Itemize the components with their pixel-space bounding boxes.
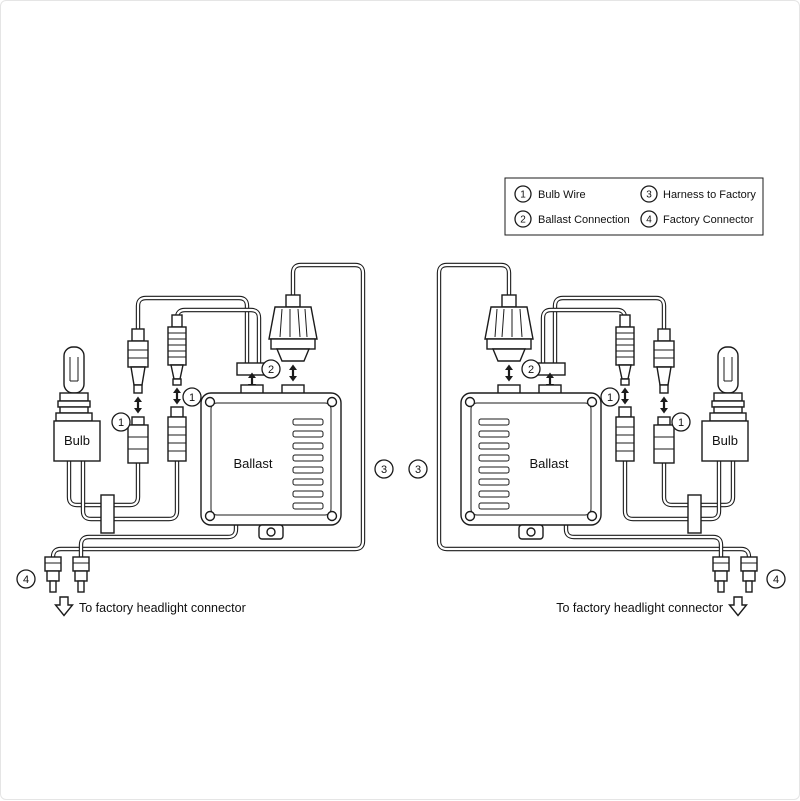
legend-label-1: Bulb Wire <box>538 189 586 201</box>
legend: 1 Bulb Wire 2 Ballast Connection 3 Harne… <box>504 177 764 236</box>
callout-1b: 1 <box>600 387 620 407</box>
svg-text:1: 1 <box>678 417 684 429</box>
down-arrow-icon <box>728 596 748 617</box>
legend-num-1: 1 <box>520 190 526 201</box>
legend-num-3: 3 <box>646 190 652 201</box>
legend-item-4: 4 Factory Connector <box>640 210 754 228</box>
callout-1a: 1 <box>111 412 131 432</box>
svg-text:1: 1 <box>607 392 613 404</box>
callout-3: 3 <box>374 459 394 479</box>
svg-text:1: 1 <box>189 392 195 404</box>
bulb-label: Bulb <box>712 433 738 448</box>
callout-2: 2 <box>261 359 281 379</box>
svg-text:1: 1 <box>118 417 124 429</box>
svg-text:2: 2 <box>528 364 534 376</box>
svg-text:2: 2 <box>268 364 274 376</box>
callout-1a: 1 <box>671 412 691 432</box>
svg-text:3: 3 <box>415 464 421 476</box>
caption-left: To factory headlight connector <box>79 601 246 615</box>
right-diagram-labels: Bulb Ballast 1 1 2 3 4 To factory headli… <box>408 359 786 617</box>
legend-label-3: Harness to Factory <box>663 189 756 201</box>
legend-item-2: 2 Ballast Connection <box>514 210 630 228</box>
left-diagram-art <box>45 265 363 592</box>
legend-label-4: Factory Connector <box>663 214 754 226</box>
left-diagram-labels: Bulb Ballast 1 1 2 3 4 To factory headli… <box>16 359 394 617</box>
right-diagram-art <box>439 265 757 592</box>
ballast-label: Ballast <box>233 456 272 471</box>
bulb-label: Bulb <box>64 433 90 448</box>
caption-right: To factory headlight connector <box>556 601 723 615</box>
callout-4: 4 <box>766 569 786 589</box>
legend-item-1: 1 Bulb Wire <box>514 185 586 203</box>
legend-item-3: 3 Harness to Factory <box>640 185 756 203</box>
ballast-label: Ballast <box>529 456 568 471</box>
callout-4: 4 <box>16 569 36 589</box>
svg-text:3: 3 <box>381 464 387 476</box>
callout-1b: 1 <box>182 387 202 407</box>
svg-text:4: 4 <box>23 574 29 586</box>
legend-border <box>504 177 764 236</box>
legend-num-2: 2 <box>520 215 526 226</box>
callout-3: 3 <box>408 459 428 479</box>
callout-2: 2 <box>521 359 541 379</box>
legend-label-2: Ballast Connection <box>538 214 630 226</box>
legend-num-4: 4 <box>646 215 652 226</box>
down-arrow-icon <box>54 596 74 617</box>
svg-text:4: 4 <box>773 574 779 586</box>
